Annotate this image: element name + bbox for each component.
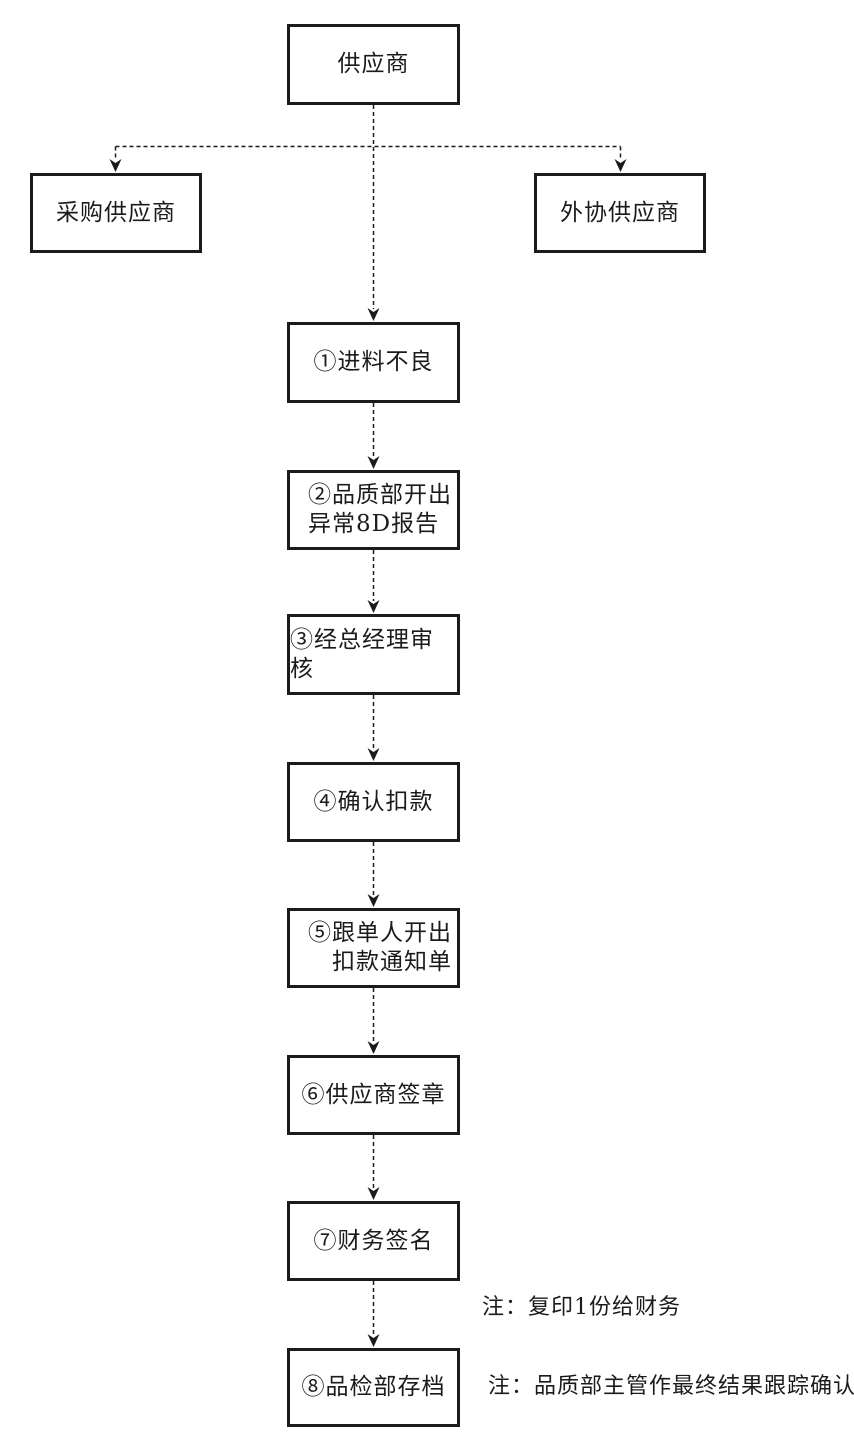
node-outsource-supplier: 外协供应商 bbox=[534, 173, 706, 253]
node-step-4-confirm-deduction: ④确认扣款 bbox=[287, 762, 460, 842]
arrowhead-step6 bbox=[367, 1041, 380, 1054]
arrowhead-step5 bbox=[367, 894, 380, 907]
arrowhead-step4 bbox=[367, 748, 380, 761]
node-purchase-supplier: 采购供应商 bbox=[30, 173, 202, 253]
node-step-3-gm-review: ③经总经理审核 bbox=[287, 614, 460, 695]
step-5-label-line2: 扣款通知单 bbox=[332, 949, 452, 975]
node-step-5-deduction-notice: ⑤跟单人开出 扣款通知单 bbox=[287, 908, 460, 988]
note-quality-tracking: 注：品质部主管作最终结果跟踪确认 bbox=[488, 1374, 854, 1399]
arrowhead-purchase bbox=[109, 159, 122, 172]
step-8-label: ⑧品检部存档 bbox=[301, 1374, 446, 1400]
step-7-label: ⑦财务签名 bbox=[313, 1227, 434, 1254]
node-outsource-supplier-label: 外协供应商 bbox=[560, 199, 680, 226]
node-supplier: 供应商 bbox=[287, 24, 460, 105]
arrowheads bbox=[109, 159, 627, 1347]
note-finance-copy: 注：复印1份给财务 bbox=[482, 1295, 681, 1320]
step-4-label: ④确认扣款 bbox=[313, 788, 434, 815]
node-step-7-finance-sign: ⑦财务签名 bbox=[287, 1201, 460, 1281]
arrowhead-step1 bbox=[367, 308, 380, 321]
step-6-label: ⑥供应商签章 bbox=[301, 1081, 446, 1108]
arrowhead-outsource bbox=[614, 159, 627, 172]
step-1-label: ①进料不良 bbox=[313, 349, 434, 375]
node-step-1-incoming-defect: ①进料不良 bbox=[287, 322, 460, 403]
node-step-8-archive: ⑧品检部存档 bbox=[287, 1348, 460, 1427]
step-2-label-line2: 异常8D报告 bbox=[308, 511, 440, 537]
node-purchase-supplier-label: 采购供应商 bbox=[56, 199, 176, 226]
arrowhead-step7 bbox=[367, 1187, 380, 1200]
step-5-label-line1: ⑤跟单人开出 bbox=[308, 920, 452, 946]
node-step-2-8d-report: ②品质部开出 异常8D报告 bbox=[287, 470, 460, 550]
node-step-6-supplier-signature: ⑥供应商签章 bbox=[287, 1055, 460, 1135]
node-supplier-label: 供应商 bbox=[337, 51, 410, 77]
arrowhead-step3 bbox=[367, 600, 380, 613]
step-3-label: ③经总经理审核 bbox=[290, 626, 434, 682]
step-2-label-line1: ②品质部开出 bbox=[308, 482, 452, 508]
arrowhead-step2 bbox=[367, 456, 380, 469]
arrowhead-step8 bbox=[367, 1334, 380, 1347]
